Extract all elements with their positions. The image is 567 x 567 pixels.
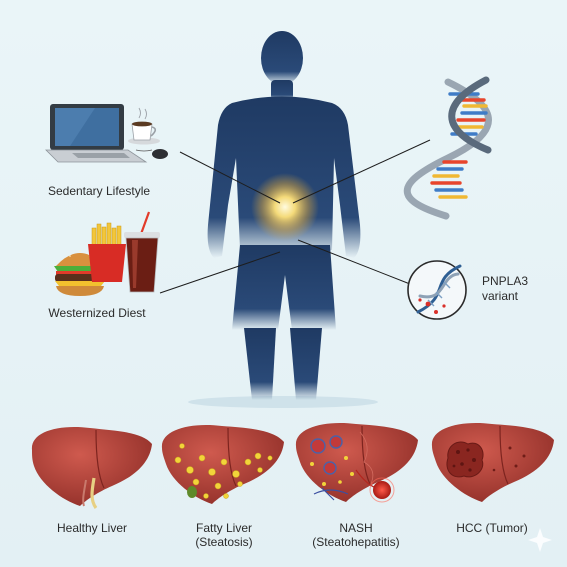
- hcc-liver-icon: [431, 422, 554, 502]
- mouse-icon: [135, 149, 168, 159]
- stage-sublabel-nash: (Steatohepatitis): [312, 535, 400, 549]
- fatty-liver-icon: [161, 424, 284, 504]
- stage-sublabel-fatty: (Steatosis): [195, 535, 253, 549]
- stage-label-fatty: Fatty Liver: [195, 521, 252, 535]
- floor-shadow: [188, 396, 378, 408]
- sparkle-icon: [528, 528, 552, 552]
- gene-variant-label: variant: [482, 289, 519, 303]
- pnpla3-dna-icon: [407, 260, 467, 320]
- laptop-icon: [45, 104, 148, 163]
- gene-name-label: PNPLA3: [482, 274, 529, 288]
- connector-lines: [159, 139, 431, 294]
- nash-liver-icon: [295, 422, 418, 503]
- burger-icon: [54, 250, 106, 296]
- soda-cup-icon: [124, 211, 160, 293]
- sedentary-lifestyle-label: Sedentary Lifestyle: [47, 184, 151, 198]
- healthy-liver-icon: [31, 426, 152, 509]
- stage-label-healthy: Healthy Liver: [56, 521, 128, 535]
- liver-glow: [251, 173, 319, 241]
- stage-label-nash: NASH: [339, 521, 373, 535]
- stage-label-hcc: HCC (Tumor): [456, 521, 528, 535]
- coffee-cup-icon: [128, 107, 160, 145]
- westernized-diet-label: Westernized Diest: [48, 306, 146, 320]
- dna-helix-icon: [403, 76, 492, 220]
- fries-icon: [88, 222, 126, 282]
